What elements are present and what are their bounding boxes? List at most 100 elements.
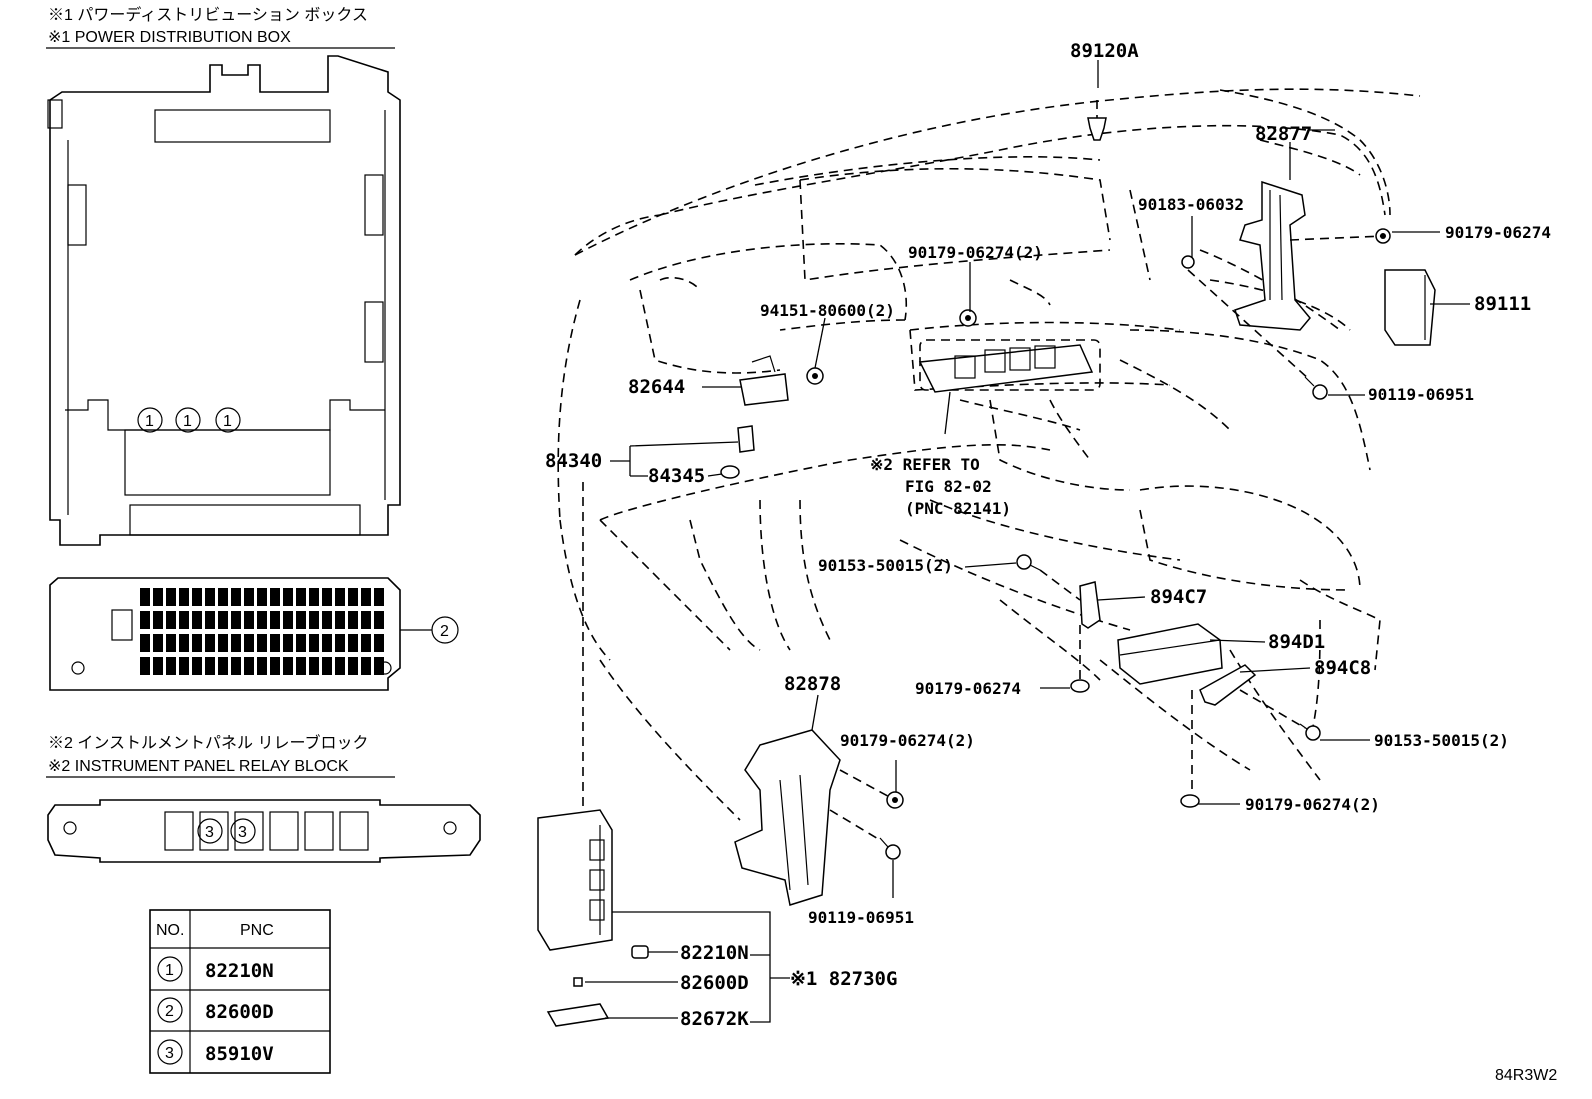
label-refer-line1: ※2 REFER TO	[870, 455, 980, 474]
label-82644: 82644	[628, 376, 685, 398]
fuse-slot	[374, 634, 384, 652]
relay-marker-3a: 3	[205, 824, 214, 841]
nut-90179-b	[959, 309, 977, 327]
fuse-slot	[205, 634, 215, 652]
relay-slots: 3 3	[164, 811, 369, 851]
fuse-slot	[244, 588, 254, 606]
table-row-2-pnc: 82600D	[205, 1001, 274, 1023]
nut-90179-c	[1070, 679, 1090, 693]
fuse-slot	[361, 657, 371, 675]
fuse-slot	[166, 657, 176, 675]
fuse-slot	[283, 588, 293, 606]
fuse-slot	[270, 634, 280, 652]
pnc-table: NO. PNC 1 82210N 2 82600D 3 85910V	[149, 909, 331, 1074]
table-header-no: NO.	[156, 922, 184, 939]
fuse-slot	[270, 588, 280, 606]
fuse-slot	[192, 634, 202, 652]
relay-marker-3b: 3	[238, 824, 247, 841]
fuse-slot	[179, 634, 189, 652]
nut-90183	[1181, 255, 1195, 269]
fuse-slot	[270, 657, 280, 675]
fuse-slot	[296, 634, 306, 652]
fuse-slot	[140, 611, 150, 629]
bracket-82878	[734, 729, 841, 906]
cover-82672k	[546, 1003, 610, 1027]
pdb-outline	[47, 55, 401, 546]
table-row-1-no: 1	[165, 962, 174, 979]
fuse-slot	[348, 657, 358, 675]
fuse-slot	[257, 611, 267, 629]
label-84340: 84340	[545, 450, 602, 472]
instrument-panel-phantom	[557, 88, 1421, 821]
fuse-slot	[218, 634, 228, 652]
label-90119-06951-b: 90119-06951	[808, 908, 914, 927]
pdb-header-jp: ※1 パワーディストリビューション ボックス	[48, 5, 368, 24]
label-89120a: 89120A	[1070, 40, 1139, 62]
fuse-slot	[192, 657, 202, 675]
label-82210n: 82210N	[680, 942, 749, 964]
fuse-slot	[179, 657, 189, 675]
fuse-slot	[348, 588, 358, 606]
fuse-slot	[205, 611, 215, 629]
fuse-slot	[322, 611, 332, 629]
label-90179-06274-d: 90179-06274(2)	[840, 731, 975, 750]
fuse-slot	[322, 588, 332, 606]
label-90183-06032: 90183-06032	[1138, 195, 1244, 214]
junction-block-82730g	[537, 809, 613, 951]
fuse-slot	[348, 611, 358, 629]
fuse-slot	[218, 657, 228, 675]
label-90179-06274-a: 90179-06274	[1445, 223, 1551, 242]
fuse-slot	[192, 611, 202, 629]
fuse-slot	[283, 634, 293, 652]
table-header-pnc: PNC	[240, 922, 274, 939]
connector-84340	[737, 425, 755, 453]
relay-block-section: ※2 インストルメントパネル リレーブロック ※2 INSTRUMENT PAN…	[46, 733, 481, 863]
label-894d1: 894D1	[1268, 631, 1325, 653]
fuse-slot	[348, 634, 358, 652]
pdb-fuse-grid	[140, 588, 384, 675]
fuse-slot	[153, 588, 163, 606]
label-90179-06274-c: 90179-06274	[915, 679, 1021, 698]
ecu-894d1	[1117, 623, 1223, 685]
fuse-slot	[374, 611, 384, 629]
fuse-slot	[153, 657, 163, 675]
fuse-slot	[218, 588, 228, 606]
table-row-3-pnc: 85910V	[205, 1043, 274, 1065]
fuse-slot	[361, 588, 371, 606]
fuse-slot	[361, 634, 371, 652]
label-90179-06274-b: 90179-06274(2)	[908, 243, 1043, 262]
fuse-slot	[335, 634, 345, 652]
nut-94151	[806, 367, 824, 385]
fuse-slot	[140, 657, 150, 675]
center-switch-panel	[918, 344, 1094, 393]
fuse-slot	[270, 611, 280, 629]
nut-90179-e	[1180, 794, 1200, 808]
bolt-90153-b	[1299, 723, 1321, 741]
label-82878: 82878	[784, 673, 841, 695]
figure-code: 84R3W2	[1495, 1067, 1557, 1084]
fuse-slot	[296, 611, 306, 629]
bolt-90153-a	[1016, 554, 1041, 571]
fuse-slot	[205, 657, 215, 675]
fuse-slot	[140, 588, 150, 606]
fuse-slot	[166, 611, 176, 629]
fuse-slot	[166, 588, 176, 606]
label-90179-06274-e: 90179-06274(2)	[1245, 795, 1380, 814]
bolt-90119-b	[879, 837, 901, 860]
fuse-slot	[257, 657, 267, 675]
fuse-slot	[192, 588, 202, 606]
label-90119-06951-a: 90119-06951	[1368, 385, 1474, 404]
fuse-slot	[374, 588, 384, 606]
label-82730g: ※1 82730G	[790, 968, 897, 990]
fuse-82600d	[573, 977, 583, 987]
fuse-slot	[335, 657, 345, 675]
fuse-slot	[153, 634, 163, 652]
fuse-slot	[140, 634, 150, 652]
iprb-header-jp: ※2 インストルメントパネル リレーブロック	[48, 733, 369, 752]
fuse-slot	[257, 634, 267, 652]
fuse-slot	[244, 657, 254, 675]
table-row-2-no: 2	[165, 1003, 174, 1020]
label-82877: 82877	[1255, 123, 1312, 145]
pdb-marker-2: 2	[440, 623, 449, 640]
